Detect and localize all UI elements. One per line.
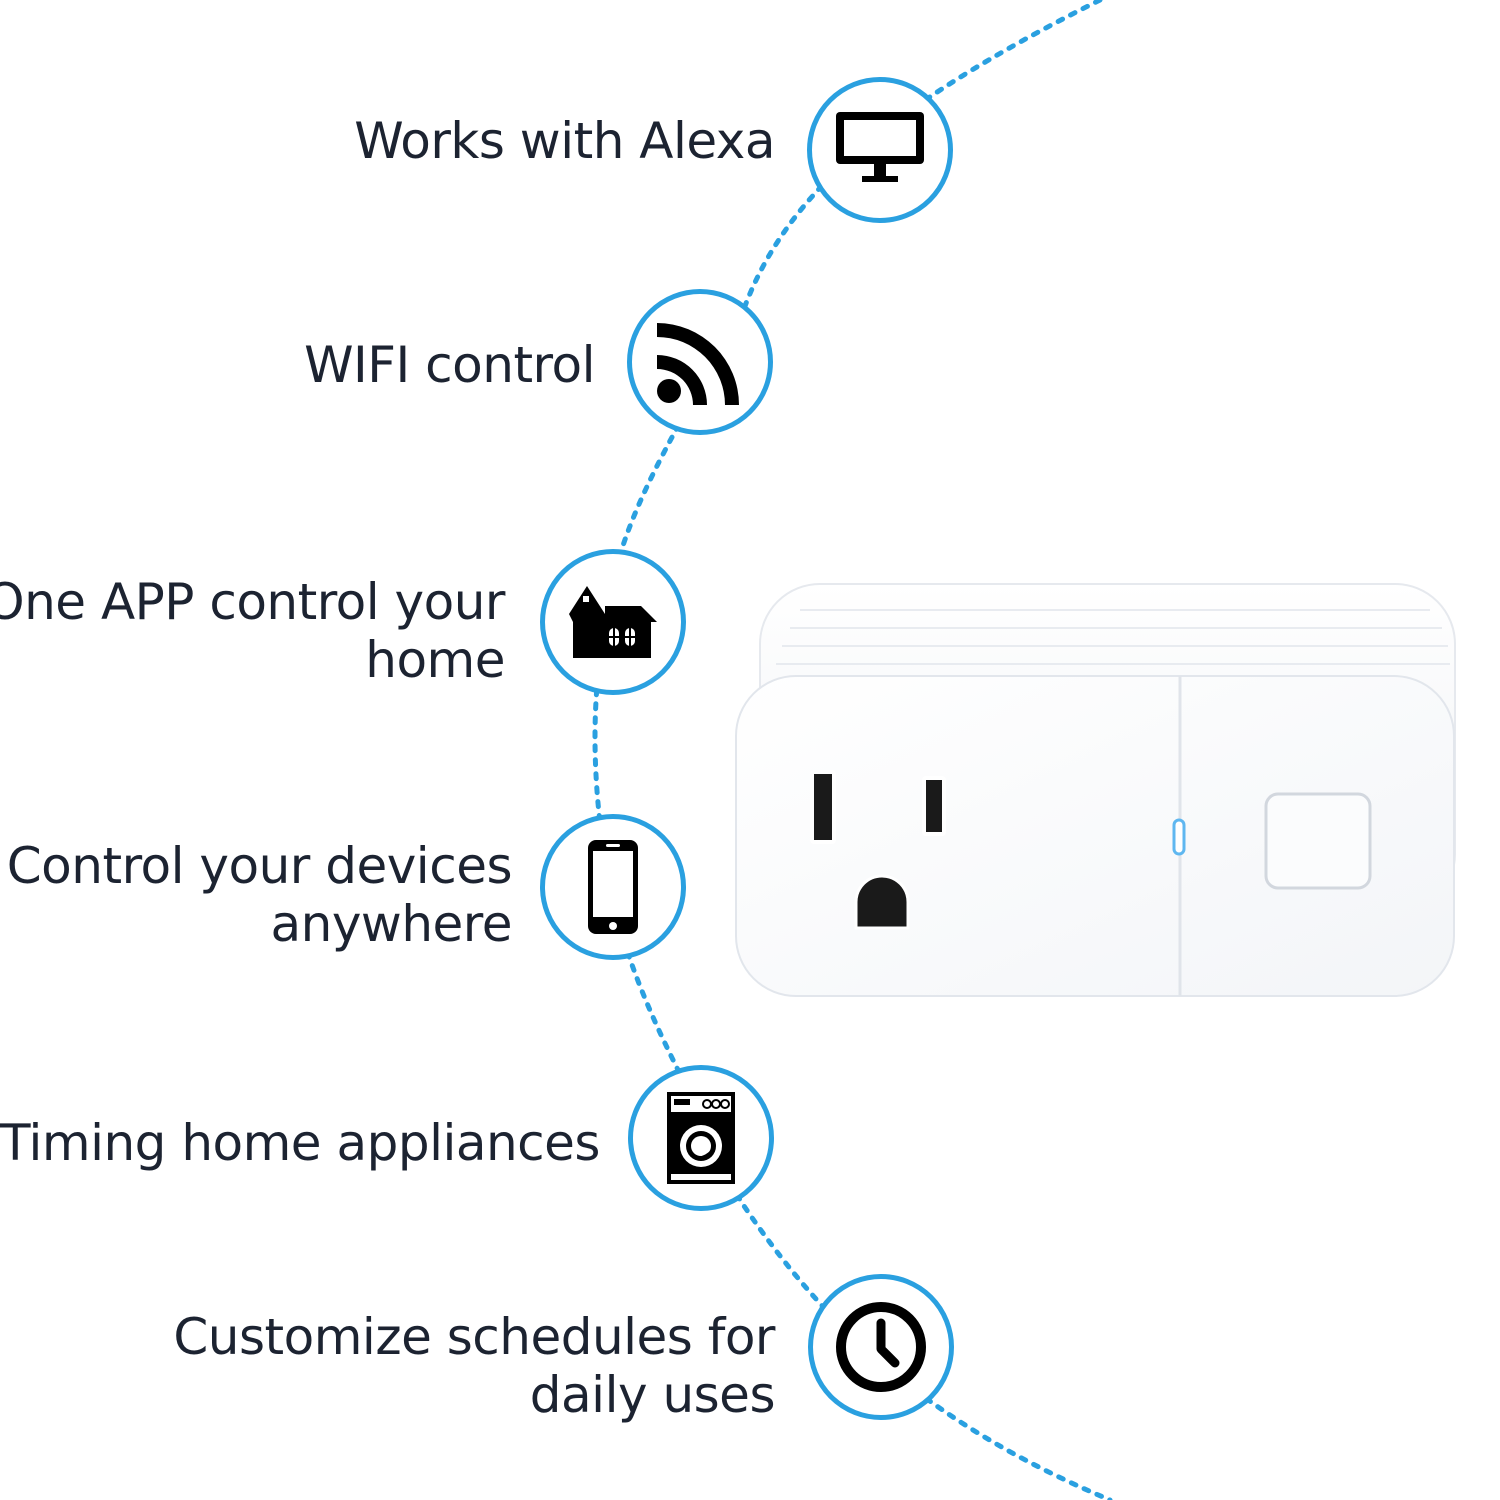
feature-anywhere-line-2: anywhere — [270, 895, 513, 953]
wifi-icon — [657, 323, 739, 405]
indicator-light — [1172, 818, 1186, 856]
feature-circle-timing — [628, 1065, 774, 1211]
washing-machine-icon — [667, 1092, 735, 1184]
smartphone-icon — [588, 840, 638, 934]
monitor-icon — [836, 112, 924, 182]
feature-app-line-2: home — [365, 631, 505, 689]
feature-label-app: One APP control your home — [0, 573, 505, 689]
feature-circle-schedules — [808, 1274, 954, 1420]
outlet-slot-left — [810, 770, 836, 844]
feature-label-schedules: Customize schedules for daily uses — [173, 1308, 775, 1424]
feature-label-anywhere: Control your devices anywhere — [6, 837, 513, 953]
feature-circle-anywhere — [540, 814, 686, 960]
feature-circle-app — [540, 549, 686, 695]
feature-wifi-line-1: WIFI control — [304, 336, 595, 394]
feature-timing-line-1: Timing home appliances — [0, 1114, 601, 1172]
house-icon — [569, 586, 657, 658]
feature-label-wifi: WIFI control — [304, 336, 595, 394]
feature-app-line-1: One APP control your — [0, 573, 505, 631]
smart-plug-image — [735, 583, 1456, 997]
outlet-ground-hole — [854, 874, 910, 930]
feature-alexa-line-1: Works with Alexa — [354, 112, 775, 170]
feature-schedules-line-2: daily uses — [529, 1366, 776, 1424]
feature-schedules-line-1: Customize schedules for — [173, 1308, 775, 1366]
feature-circle-alexa — [807, 77, 953, 223]
feature-label-alexa: Works with Alexa — [354, 112, 775, 170]
feature-anywhere-line-1: Control your devices — [6, 837, 513, 895]
feature-circle-wifi — [627, 289, 773, 435]
power-button[interactable] — [1264, 792, 1372, 890]
outlet-slot-right — [922, 776, 946, 836]
clock-icon — [836, 1302, 926, 1392]
plug-front-face — [735, 675, 1455, 997]
feature-label-timing: Timing home appliances — [0, 1114, 601, 1172]
